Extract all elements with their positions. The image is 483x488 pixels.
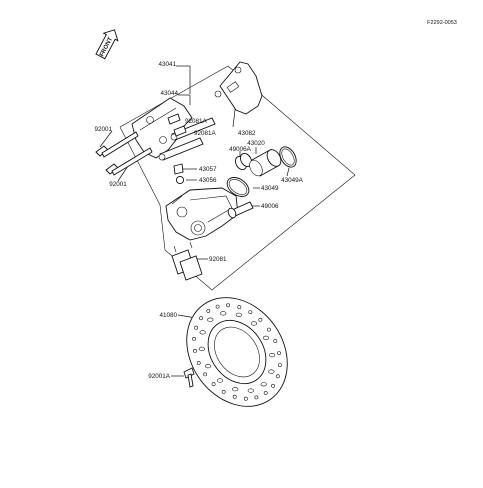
- disc-hole: [198, 346, 205, 352]
- disc-hole: [232, 387, 239, 392]
- cap-43056: [175, 175, 185, 185]
- seal-ring-43049A: [279, 146, 297, 168]
- disc-hole: [254, 395, 259, 400]
- label-49006: 49006: [261, 203, 279, 210]
- disc-hole: [277, 363, 282, 368]
- disc-hole: [192, 336, 197, 341]
- disc-hole: [263, 391, 268, 395]
- piston-43020: [249, 149, 282, 177]
- bleeder-valve-43057: [173, 163, 184, 175]
- label-43044: 43044: [160, 90, 178, 97]
- label-92001A: 92001A: [148, 373, 171, 380]
- disc-hole: [237, 305, 242, 310]
- disc-hole: [207, 317, 214, 322]
- disc-hole: [194, 325, 199, 330]
- disc-hole: [243, 396, 248, 401]
- label-43049: 43049: [261, 185, 279, 192]
- disc-hole: [247, 388, 254, 393]
- bolt-92001-lower: [105, 147, 153, 176]
- slide-pins: [158, 117, 216, 161]
- caliper-body: [165, 187, 239, 241]
- disc-hole: [215, 304, 220, 309]
- brake-pads-92081: [171, 241, 203, 281]
- label-92081A-lower: 92081A: [194, 130, 217, 137]
- pad-clip-92081A-lower: [173, 125, 187, 137]
- disc-hole: [216, 378, 224, 383]
- disc-hole: [269, 353, 276, 358]
- disc-hole: [277, 351, 281, 356]
- disc-hole: [199, 330, 206, 335]
- disc-hole: [211, 382, 216, 387]
- label-43057: 43057: [199, 166, 217, 173]
- disc-hole: [266, 327, 271, 332]
- disc-hole: [220, 311, 227, 316]
- pad-spring-43082: [214, 61, 263, 115]
- disc-hole: [226, 303, 231, 308]
- disc-hole: [206, 309, 211, 313]
- assembly-outline: [119, 65, 356, 291]
- disc-hole: [199, 316, 203, 321]
- label-43041: 43041: [158, 61, 176, 68]
- disc-hole: [205, 364, 212, 369]
- disc-vent-holes: [192, 303, 282, 401]
- label-43056: 43056: [199, 177, 217, 184]
- disc-hole: [235, 312, 242, 317]
- disc-hole: [262, 335, 270, 341]
- label-43049A: 43049A: [281, 177, 304, 184]
- disc-bolt-92001A: [183, 367, 195, 388]
- disc-hole: [258, 317, 263, 322]
- label-92081: 92081: [209, 256, 227, 263]
- diagram-code: F2292-0053: [427, 20, 457, 26]
- disc-hole: [275, 374, 280, 379]
- disc-hole: [196, 361, 201, 365]
- label-92001-upper: 92001: [94, 126, 112, 133]
- disc-hole: [260, 382, 267, 387]
- disc-hole: [221, 389, 226, 394]
- label-92001-lower: 92001: [109, 181, 127, 188]
- dust-seal-43049: [226, 177, 250, 197]
- bolt-92001-upper: [95, 131, 139, 158]
- disc-hole: [273, 339, 278, 343]
- part-labels: 43041 43044 43082 92081A 92081A 92001 92…: [94, 61, 303, 380]
- disc-hole: [193, 348, 197, 353]
- disc-hole: [232, 394, 237, 399]
- disc-hole: [248, 310, 253, 315]
- disc-hole: [271, 383, 275, 388]
- bolt-49006: [227, 201, 254, 219]
- label-43020: 43020: [247, 140, 265, 147]
- disc-hole: [268, 369, 275, 374]
- label-41080: 41080: [159, 312, 177, 319]
- brake-disc-41080: [186, 297, 288, 407]
- front-arrow-icon: FRONT: [95, 29, 119, 60]
- disc-hole: [250, 321, 258, 326]
- label-43082: 43082: [238, 130, 256, 137]
- pad-clip-92081A-upper: [167, 113, 181, 125]
- disc-hole: [203, 372, 208, 377]
- boot-49006A: [234, 152, 253, 171]
- label-49006A: 49006A: [229, 146, 252, 153]
- label-92081A-upper: 92081A: [185, 118, 208, 125]
